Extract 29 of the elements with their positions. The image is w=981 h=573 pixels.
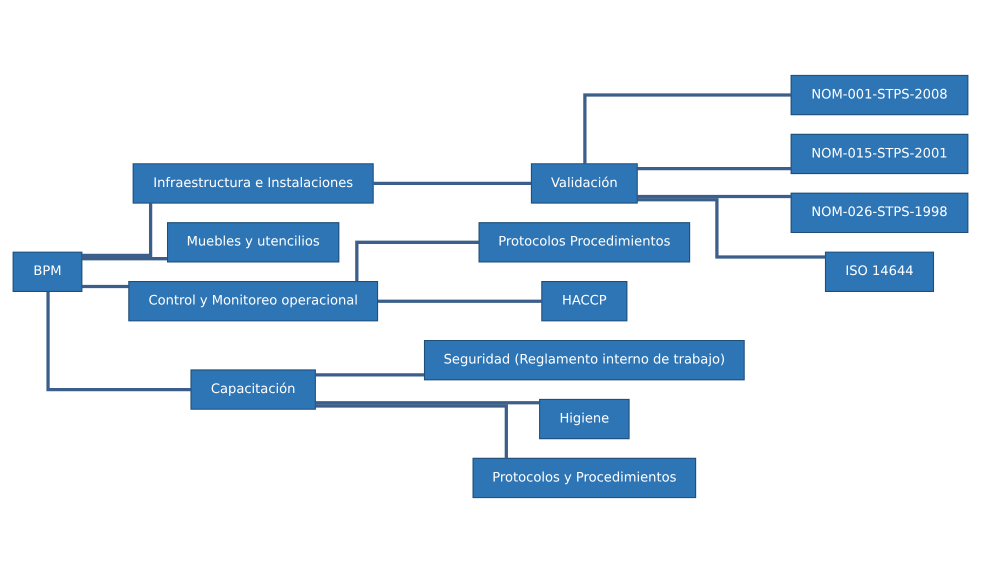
connector: [82, 257, 168, 260]
node-box: Muebles y utencilios: [166, 222, 340, 262]
connector: [82, 284, 129, 288]
connector: [374, 182, 531, 186]
node-box: NOM-026-STPS-1998: [790, 192, 968, 234]
node-box: Seguridad (Reglamento interno de trabajo): [424, 340, 745, 380]
node-box: Protocolos Procedimientos: [478, 222, 690, 262]
connector: [315, 404, 508, 458]
node-box: ISO 14644: [824, 252, 934, 292]
connector: [46, 292, 191, 392]
connector: [315, 373, 424, 377]
node-box: Capacitación: [190, 369, 316, 410]
node-box: Validación: [530, 163, 638, 204]
connector: [638, 198, 826, 259]
connector: [82, 203, 152, 258]
node-box: Control y Monitoreo operacional: [128, 281, 378, 322]
node-box: BPM: [12, 252, 82, 292]
connector: [637, 167, 791, 170]
node-box: Infraestructura e Instalaciones: [132, 163, 374, 204]
connector: [315, 401, 540, 404]
connector: [637, 194, 791, 198]
connector: [378, 300, 542, 303]
node-box: Higiene: [539, 398, 630, 440]
node-box: NOM-001-STPS-2008: [790, 74, 968, 116]
node-box: NOM-015-STPS-2001: [790, 134, 968, 174]
node-box: HACCP: [541, 281, 628, 322]
connector: [583, 93, 792, 164]
node-box: Protocolos y Procedimientos: [472, 458, 696, 498]
connector: [355, 240, 479, 282]
